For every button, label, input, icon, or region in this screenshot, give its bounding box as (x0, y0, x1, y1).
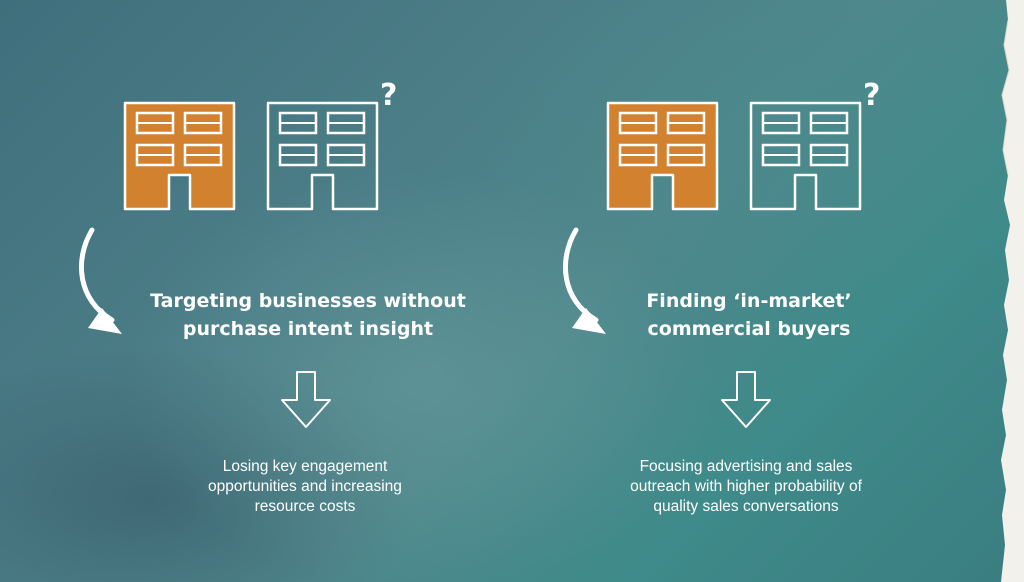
panel-heading: Targeting businesses without purchase in… (150, 290, 466, 340)
building-highlighted-icon (606, 101, 719, 211)
panel-description: Losing key engagement opportunities and … (208, 458, 402, 515)
curved-arrow-icon (562, 227, 606, 334)
panel-description: Focusing advertising and sales outreach … (630, 458, 862, 515)
building-highlighted-icon (123, 101, 236, 211)
down-arrow-icon (281, 371, 331, 428)
curved-arrow-icon (78, 227, 122, 334)
down-arrow-icon (721, 371, 771, 428)
question-mark: ? (863, 78, 881, 113)
building-outline-icon (749, 101, 862, 211)
building-outline-icon (266, 101, 379, 211)
torn-paper-edge (1001, 0, 1024, 582)
panel-heading: Finding ‘in-market’ commercial buyers (646, 290, 852, 340)
question-mark: ? (380, 78, 398, 113)
